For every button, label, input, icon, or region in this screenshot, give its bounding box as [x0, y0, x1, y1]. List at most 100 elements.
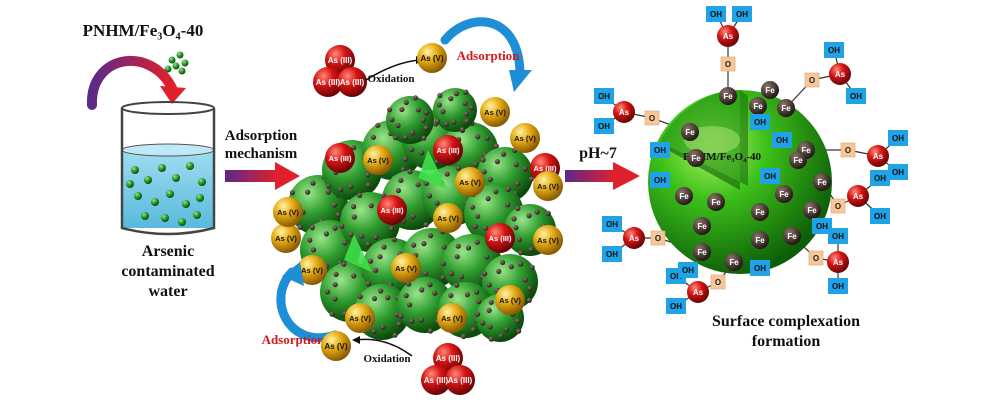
fe3o4-dot [470, 327, 476, 333]
as3-sphere-label: As (III) [381, 206, 404, 215]
o-atom [808, 250, 824, 266]
bottom-cycle: Adsorption As (V) Oxidation As (III) As … [262, 262, 475, 395]
fe-label: Fe [697, 222, 707, 231]
fe3o4-dot [423, 222, 429, 228]
fe3o4-dot [365, 281, 371, 287]
fe3o4-dot [389, 117, 395, 123]
fe3o4-dot [518, 250, 524, 256]
fe3o4-dot [310, 180, 316, 186]
o-atom [710, 274, 726, 290]
fe-atom [681, 123, 699, 141]
result-caption-line-1: Surface complexation [712, 313, 860, 330]
fe3o4-dot [505, 202, 511, 208]
fe3o4-dot [388, 226, 395, 232]
as5-sphere [533, 225, 563, 255]
fe3o4-dot [453, 91, 460, 97]
fe3o4-dot [373, 234, 379, 240]
as5-sphere [455, 167, 485, 197]
fe3o4-dot [448, 96, 454, 102]
fe3o4-dot [305, 189, 311, 195]
fe3o4-dot [415, 107, 421, 113]
fe3o4-dot [423, 270, 429, 276]
as5-sphere-label: As (V) [275, 234, 297, 243]
fe3o4-dot [351, 204, 357, 210]
fe3o4-dot [465, 245, 472, 251]
fe3o4-dot [412, 95, 418, 101]
svg-text:As (III): As (III) [340, 78, 365, 87]
fe3o4-dot [484, 135, 490, 141]
fe3o4-dot [444, 171, 450, 177]
fe3o4-dot [515, 318, 521, 324]
as-atom [613, 101, 635, 123]
fe-label: Fe [817, 178, 827, 187]
fe3o4-dot [409, 318, 415, 324]
adsorption-label-top: Adsorption [457, 48, 521, 63]
fe3o4-dot [426, 193, 433, 199]
fe3o4-dot [454, 254, 460, 260]
beaker [120, 101, 216, 236]
fe-atom [725, 253, 743, 271]
fe-label: Fe [801, 146, 811, 155]
fe-label: Fe [787, 232, 797, 241]
fe3o4-dot [474, 289, 480, 295]
fe-label: Fe [755, 236, 765, 245]
oh-group [732, 6, 752, 22]
fe3o4-dot [332, 282, 338, 288]
fe3o4-dot [526, 297, 532, 303]
fe3o4-dot [474, 239, 480, 245]
fe3o4-dot [415, 182, 421, 188]
fe-label: Fe [753, 102, 763, 111]
as-atom [829, 63, 851, 85]
as5-sphere [433, 203, 463, 233]
fe3o4-dot [529, 264, 535, 270]
oh-label: OH [598, 92, 610, 101]
fe3o4-dot [528, 176, 534, 182]
oh-group [602, 216, 622, 232]
fe3o4-dot [483, 225, 489, 231]
as-atom [827, 251, 849, 273]
cutaway-wedge [344, 234, 372, 272]
fe3o4-dot [441, 244, 447, 250]
svg-text:As (V): As (V) [324, 342, 347, 351]
oh-label: OH [874, 174, 886, 183]
fe3o4-dot [387, 107, 393, 113]
fe3o4-dot [365, 182, 372, 188]
svg-text:As (III): As (III) [448, 376, 473, 385]
as3-sphere-label: As (III) [329, 154, 352, 163]
fe3o4-dot [434, 200, 440, 206]
oh-group [812, 218, 832, 234]
fe3o4-dot [500, 151, 507, 157]
fe3o4-dot [475, 134, 481, 140]
fe3o4-dot [341, 261, 347, 267]
fe3o4-dot [423, 125, 429, 131]
fe-label: Fe [697, 248, 707, 257]
oh-label: OH [892, 134, 904, 143]
fe-atom [693, 243, 711, 261]
as5-sphere [391, 253, 421, 283]
as5-sphere [273, 197, 303, 227]
as3-sphere [433, 135, 463, 165]
fe3o4-dot [496, 268, 502, 274]
fe3o4-dot [332, 296, 338, 302]
mechanism-arrow [225, 162, 300, 190]
oh-group [824, 42, 844, 58]
fe3o4-dot [513, 162, 519, 168]
as3-sphere [485, 223, 515, 253]
dosing-curved-arrow [86, 56, 186, 110]
oh-label: OH [850, 92, 862, 101]
as5-sphere [271, 223, 301, 253]
as5-sphere-label: As (V) [441, 314, 463, 323]
fe3o4-dot [359, 233, 365, 239]
oh-group [602, 246, 622, 262]
oh-group [666, 298, 686, 314]
fe3o4-dot [440, 109, 446, 115]
fe3o4-dot [309, 225, 315, 231]
oh-group [888, 130, 908, 146]
fe3o4-dot [434, 118, 441, 125]
fe-atom [783, 227, 801, 245]
oh-label: OH [776, 136, 788, 145]
oh-label: OH [606, 250, 618, 259]
oh-group [846, 88, 866, 104]
as-label: As [853, 192, 864, 201]
